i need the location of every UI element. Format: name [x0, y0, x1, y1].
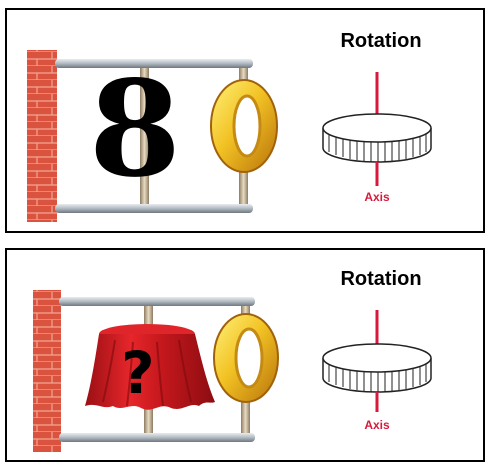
- top-rail: [55, 59, 253, 68]
- gold-zero-digit: [210, 79, 278, 173]
- axis-label: Axis: [364, 418, 390, 432]
- coin-icon: [322, 310, 432, 412]
- top-rail: [59, 297, 255, 306]
- top-panel: 8 Rotation Axis: [5, 8, 485, 233]
- gold-zero-digit: [213, 313, 279, 403]
- brick-wall-icon: [27, 50, 57, 222]
- bottom-panel-diagram: [33, 290, 432, 452]
- black-eight-digit: 8: [89, 52, 181, 207]
- rotation-title: Rotation: [340, 30, 422, 52]
- top-panel-diagram: [27, 50, 432, 222]
- question-mark: ?: [121, 339, 155, 407]
- bottom-rail: [59, 433, 255, 442]
- rotation-title: Rotation: [340, 268, 422, 290]
- bottom-panel: ? Rotation Axis: [5, 248, 485, 462]
- brick-wall-icon: [33, 290, 61, 452]
- left-rod: [140, 68, 149, 204]
- axis-label: Axis: [364, 190, 390, 204]
- bottom-rail: [55, 204, 253, 213]
- cloth-cover-icon: [85, 324, 215, 410]
- coin-icon: [322, 72, 432, 186]
